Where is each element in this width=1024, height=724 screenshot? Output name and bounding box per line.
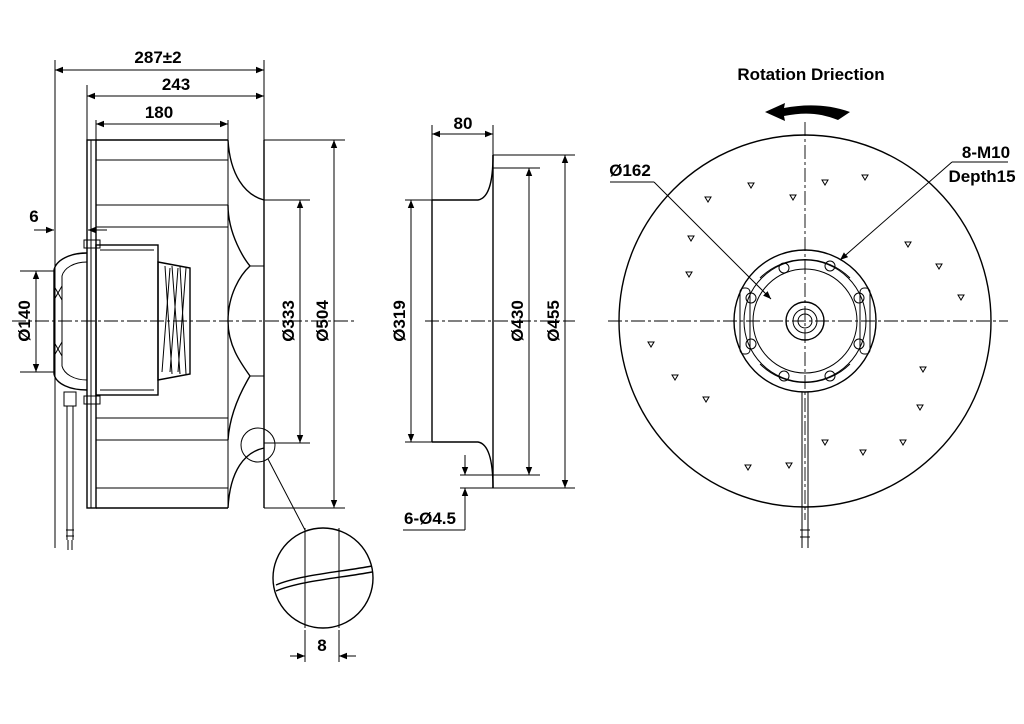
- length-180-label: 180: [145, 103, 173, 122]
- bolt-circle-diameter-label: Ø430: [508, 300, 527, 342]
- front-view: Rotation Driection Ø162 8-M10 Depth15: [608, 65, 1016, 548]
- flange-thickness-label: 6: [29, 207, 38, 226]
- inlet-diameter-label: Ø319: [390, 300, 409, 342]
- detail-width-label: 8: [317, 636, 326, 655]
- rotation-direction-label: Rotation Driection: [737, 65, 884, 84]
- hub-diameter-label: Ø162: [609, 161, 651, 180]
- overall-length-label: 287±2: [134, 48, 181, 67]
- inner-diameter-label: Ø333: [279, 300, 298, 342]
- length-243-label: 243: [162, 75, 190, 94]
- ring-depth-label: 80: [454, 114, 473, 133]
- side-view: 287±2 243 180 6 Ø140 Ø333 Ø504 8: [12, 48, 374, 662]
- motor-diameter-label: Ø140: [15, 300, 34, 342]
- thread-spec-label: 8-M10: [962, 143, 1010, 162]
- thread-depth-label: Depth15: [948, 167, 1015, 186]
- inlet-ring-view: 80 Ø319 Ø430 Ø455 6-Ø4.5: [390, 114, 575, 531]
- mounting-holes-label: 6-Ø4.5: [404, 509, 456, 528]
- flange-diameter-label: Ø455: [544, 300, 563, 342]
- outer-diameter-label: Ø504: [313, 300, 332, 342]
